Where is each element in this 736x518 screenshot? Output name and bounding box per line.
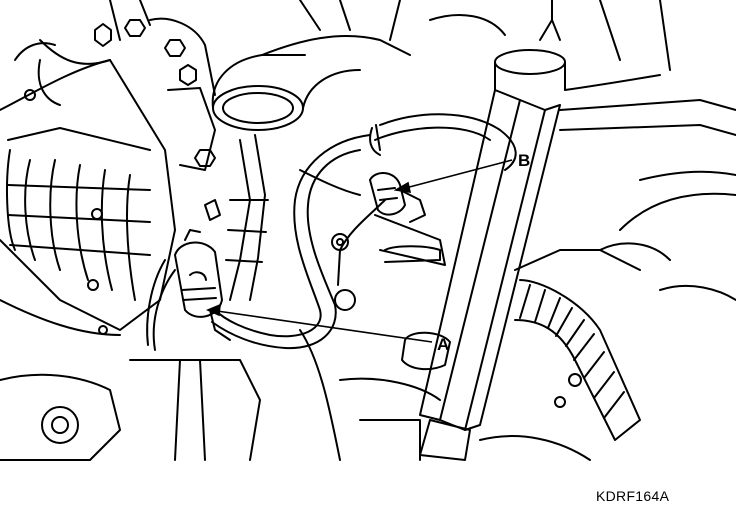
intake-tube [211, 0, 506, 131]
figure-code: KDRF164A [596, 488, 670, 504]
arrowhead-b [393, 181, 412, 193]
sensor-a [146, 199, 356, 351]
lower-structure [0, 329, 591, 461]
leader-lines [205, 159, 513, 343]
sensor-b [299, 169, 446, 266]
arrowhead-a [205, 303, 221, 317]
leader-line-a [209, 309, 433, 343]
callout-label-a: A [437, 335, 449, 354]
wiring-harness [211, 113, 517, 350]
callout-label-b: B [518, 151, 530, 170]
upper-hose [494, 0, 736, 136]
diagonal-strut [401, 89, 561, 461]
upper-bolts [94, 0, 216, 171]
heat-shield [0, 39, 176, 336]
flex-hose [514, 170, 736, 441]
leader-line-b [397, 159, 513, 191]
